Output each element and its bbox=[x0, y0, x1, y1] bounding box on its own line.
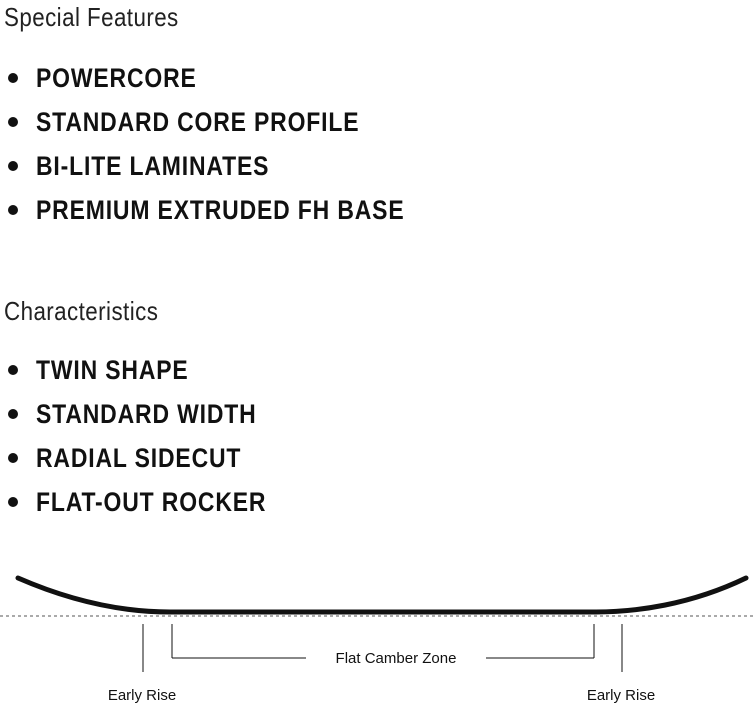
list-item: POWERCORE bbox=[6, 56, 470, 100]
feature-label: STANDARD CORE PROFILE bbox=[36, 107, 360, 137]
characteristic-label: TWIN SHAPE bbox=[36, 355, 189, 385]
bullet-icon bbox=[8, 497, 18, 507]
feature-label: PREMIUM EXTRUDED FH BASE bbox=[36, 195, 405, 225]
right-early-rise-label: Early Rise bbox=[587, 687, 655, 704]
characteristic-label: FLAT-OUT ROCKER bbox=[36, 487, 267, 517]
list-item: RADIAL SIDECUT bbox=[6, 436, 307, 480]
list-item: STANDARD WIDTH bbox=[6, 392, 307, 436]
bullet-icon bbox=[8, 161, 18, 171]
characteristic-label: RADIAL SIDECUT bbox=[36, 443, 242, 473]
feature-label: POWERCORE bbox=[36, 63, 197, 93]
bullet-icon bbox=[8, 205, 18, 215]
characteristics-heading: Characteristics bbox=[4, 296, 159, 326]
list-item: BI-LITE LAMINATES bbox=[6, 144, 470, 188]
list-item: STANDARD CORE PROFILE bbox=[6, 100, 470, 144]
list-item: PREMIUM EXTRUDED FH BASE bbox=[6, 188, 470, 232]
special-features-heading: Special Features bbox=[4, 2, 179, 32]
bullet-icon bbox=[8, 453, 18, 463]
left-early-rise-label: Early Rise bbox=[108, 687, 176, 704]
board-profile-curve bbox=[15, 575, 749, 615]
special-features-list: POWERCORE STANDARD CORE PROFILE BI-LITE … bbox=[6, 56, 470, 232]
list-item: TWIN SHAPE bbox=[6, 348, 307, 392]
feature-label: BI-LITE LAMINATES bbox=[36, 151, 270, 181]
characteristic-label: STANDARD WIDTH bbox=[36, 399, 257, 429]
list-item: FLAT-OUT ROCKER bbox=[6, 480, 307, 524]
flat-camber-zone-label: Flat Camber Zone bbox=[336, 650, 457, 667]
bullet-icon bbox=[8, 73, 18, 83]
bullet-icon bbox=[8, 409, 18, 419]
rocker-profile-diagram: Flat Camber Zone Early Rise Early Rise bbox=[0, 575, 756, 704]
bullet-icon bbox=[8, 365, 18, 375]
characteristics-list: TWIN SHAPE STANDARD WIDTH RADIAL SIDECUT… bbox=[6, 348, 307, 524]
bullet-icon bbox=[8, 117, 18, 127]
